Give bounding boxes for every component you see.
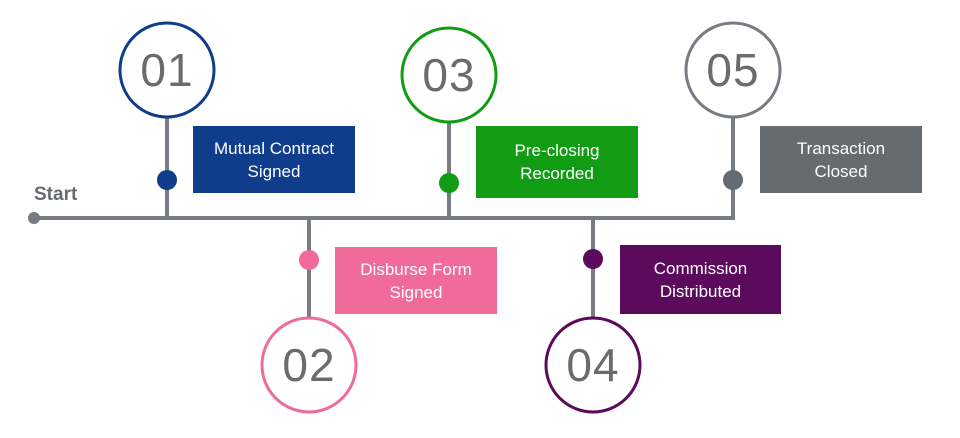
step-03-dot — [439, 173, 459, 193]
step-02-number: 02 — [282, 339, 336, 391]
start-label: Start — [34, 184, 78, 205]
step-05-dot — [723, 170, 743, 190]
step-02-circle — [260, 316, 358, 414]
step-01-label-box: Mutual Contract Signed — [193, 126, 355, 193]
step-01-dot — [157, 170, 177, 190]
step-04-dot — [583, 249, 603, 269]
step-04-label-box: Commission Distributed — [620, 245, 781, 314]
step-02-label-box: Disburse Form Signed — [335, 247, 497, 314]
step-05-number: 05 — [706, 44, 760, 96]
start-dot — [28, 212, 40, 224]
step-03-number: 03 — [422, 49, 476, 101]
step-03-circle — [400, 26, 498, 124]
step-02-dot — [299, 250, 319, 270]
step-04-number: 04 — [566, 339, 620, 391]
step-05-label-box: Transaction Closed — [760, 126, 922, 193]
step-03-label-box: Pre-closing Recorded — [476, 126, 638, 198]
step-01-number: 01 — [140, 44, 194, 96]
step-01-circle — [118, 21, 216, 119]
step-04-circle — [544, 316, 642, 414]
step-05-circle — [684, 21, 782, 119]
